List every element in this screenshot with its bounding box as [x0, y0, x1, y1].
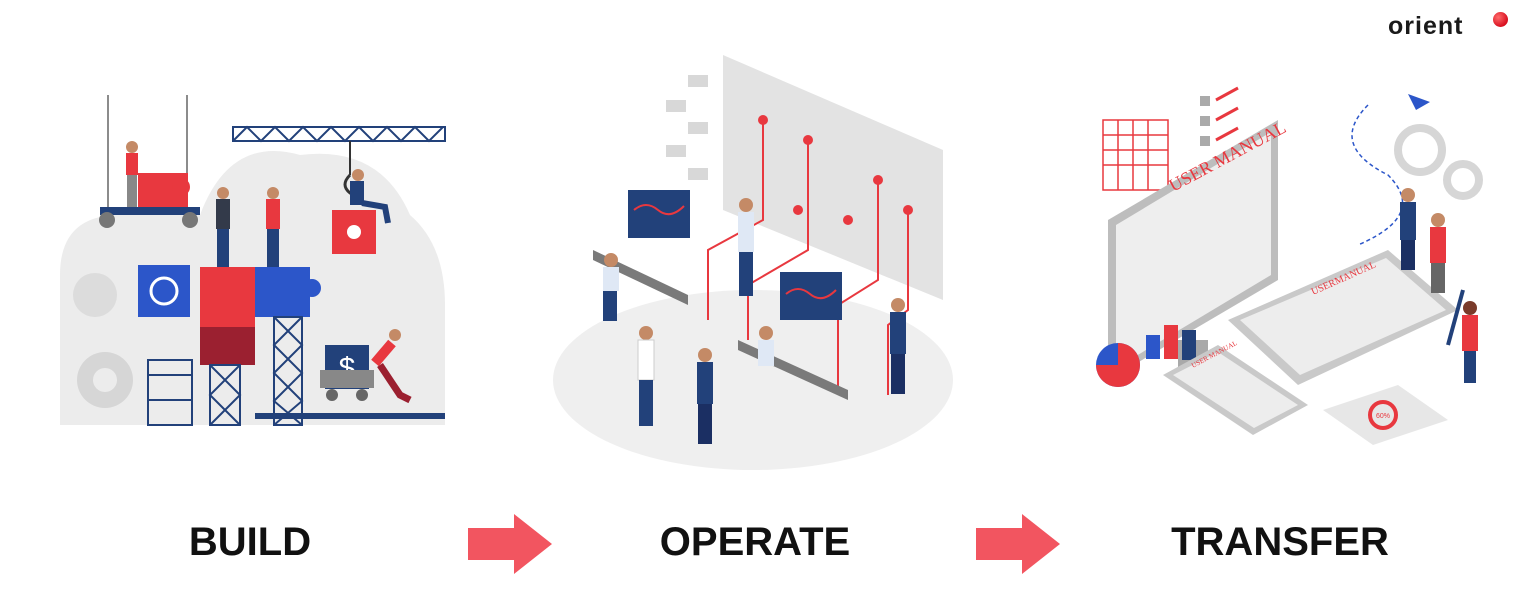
step-label-transfer: TRANSFER [1171, 520, 1389, 564]
handover-documentation-illustration: USER MANUAL USERMANUAL USER MANUAL 60% [1096, 86, 1483, 445]
step-label-operate: OPERATE [659, 520, 851, 564]
step-label-build: BUILD [188, 520, 312, 564]
logo-red-dot-icon [1493, 12, 1508, 27]
gauge-percent-text: 60% [1376, 413, 1390, 420]
orient-logo: orient [1388, 10, 1522, 44]
logo-wordmark: orient [1388, 12, 1464, 40]
construction-puzzle-illustration: $ [60, 95, 446, 426]
arrow-right-icon [468, 514, 552, 574]
operations-monitoring-illustration [553, 55, 953, 470]
arrow-right-icon [976, 514, 1060, 574]
